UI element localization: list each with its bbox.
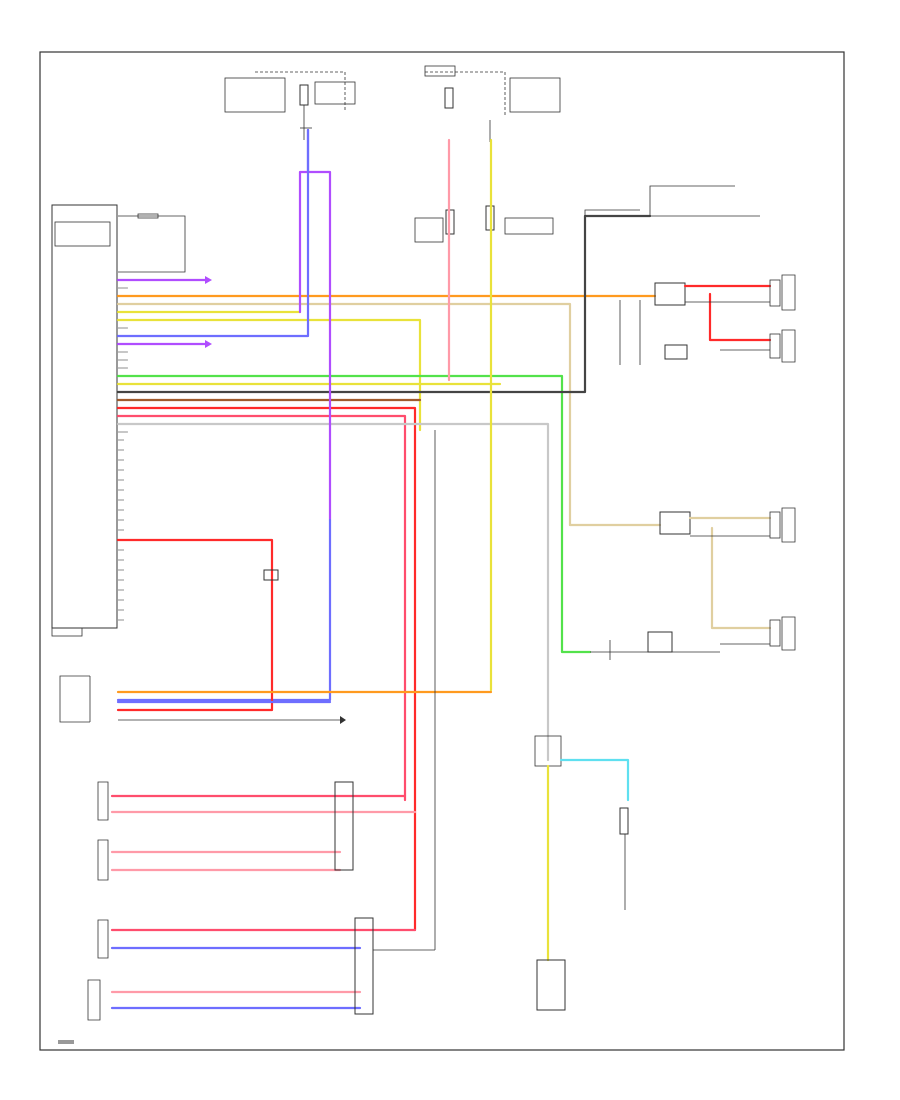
fuse-block-top-left: [224, 71, 356, 140]
wire-tan: [116, 302, 572, 527]
antenna-module: [534, 735, 630, 1011]
wire-yellow-2: [116, 318, 422, 432]
diagram-frame: [39, 51, 845, 1051]
connector-arrows: [205, 276, 212, 348]
front-passenger-door-speakers: [584, 185, 796, 365]
fuse-block-top-center: [414, 65, 561, 243]
amplifier-connector: [59, 675, 346, 724]
wire-violet-vert: [298, 170, 332, 522]
wire-gray-1: [116, 422, 550, 742]
wire-red-2: [116, 414, 407, 802]
wire-dark: [116, 214, 652, 394]
bottom-speakers: [87, 430, 436, 1021]
wire-green: [116, 374, 592, 654]
body-control-module: [51, 204, 186, 637]
small-labels: [58, 1040, 74, 1044]
rear-door-speakers: [568, 507, 796, 660]
bcm-pin-ticks: [118, 279, 128, 621]
bus-wires: [116, 128, 657, 932]
wire-blue-long: [116, 518, 332, 702]
wire-blue-1: [116, 128, 310, 338]
red-loop: [116, 538, 493, 712]
wire-red-1: [116, 406, 417, 932]
vertical-top-wires: [116, 128, 493, 702]
